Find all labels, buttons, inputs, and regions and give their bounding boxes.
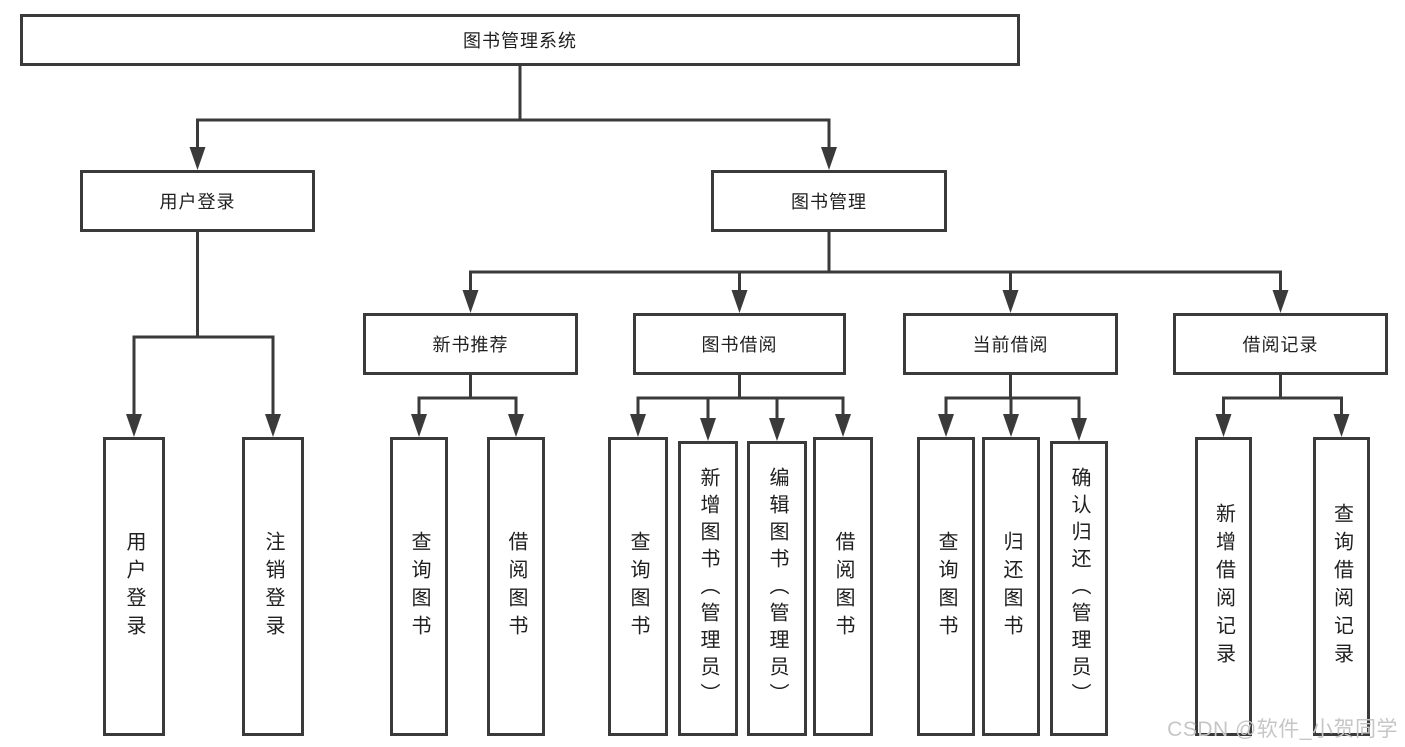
- node-leaf-bb-add: 新增图书（管理员）: [678, 441, 738, 736]
- node-book-mgmt: 图书管理: [711, 170, 947, 232]
- arrowhead-icon: [1003, 414, 1019, 437]
- arrowhead-icon: [1215, 414, 1232, 437]
- arrowhead-icon: [462, 290, 479, 313]
- node-new-book-rec: 新书推荐: [363, 313, 578, 375]
- node-leaf-bb-edit: 编辑图书（管理员）: [747, 441, 807, 736]
- node-leaf-login: 用户登录: [103, 437, 165, 736]
- node-label-leaf-bb-query: 查询图书: [627, 530, 649, 643]
- node-label-root: 图书管理系统: [463, 31, 577, 51]
- arrowhead-icon: [769, 418, 785, 441]
- arrowhead-icon: [938, 414, 954, 437]
- node-label-current-borrow: 当前借阅: [972, 335, 1049, 355]
- node-label-leaf-br-add: 新增借阅记录: [1212, 502, 1235, 671]
- node-label-book-borrow: 图书借阅: [701, 335, 778, 355]
- node-label-new-book-rec: 新书推荐: [432, 335, 509, 355]
- arrowhead-icon: [835, 414, 851, 437]
- node-book-borrow: 图书借阅: [633, 313, 846, 375]
- node-label-leaf-nb-query: 查询图书: [408, 530, 430, 643]
- arrowhead-icon: [508, 414, 524, 437]
- node-user-login: 用户登录: [80, 170, 315, 232]
- node-leaf-cb-return: 归还图书: [982, 437, 1040, 736]
- arrowhead-icon: [1002, 290, 1019, 313]
- node-label-leaf-br-query: 查询借阅记录: [1330, 502, 1353, 671]
- node-leaf-bb-query: 查询图书: [608, 437, 668, 736]
- node-borrow-record: 借阅记录: [1173, 313, 1388, 375]
- arrowhead-icon: [1333, 414, 1350, 437]
- node-label-leaf-cb-return: 归还图书: [1000, 530, 1022, 643]
- node-label-leaf-bb-borrow: 借阅图书: [832, 530, 854, 643]
- node-label-leaf-cb-confirm: 确认归还（管理员）: [1068, 467, 1090, 710]
- node-label-leaf-cb-query: 查询图书: [935, 530, 957, 643]
- arrowhead-icon: [1272, 290, 1289, 313]
- arrowhead-icon: [821, 147, 837, 170]
- node-leaf-br-add: 新增借阅记录: [1195, 437, 1252, 736]
- node-leaf-nb-query: 查询图书: [390, 437, 448, 736]
- node-leaf-cb-confirm: 确认归还（管理员）: [1050, 441, 1108, 736]
- arrowhead-icon: [126, 414, 142, 437]
- watermark: CSDN @软件_小贺同学: [1167, 718, 1398, 741]
- node-label-leaf-bb-add: 新增图书（管理员）: [697, 467, 719, 710]
- arrowhead-icon: [700, 418, 716, 441]
- node-root: 图书管理系统: [20, 14, 1020, 66]
- node-leaf-bb-borrow: 借阅图书: [813, 437, 873, 736]
- node-leaf-cb-query: 查询图书: [917, 437, 975, 736]
- arrowhead-icon: [189, 147, 206, 170]
- node-label-leaf-logout: 注销登录: [262, 530, 284, 643]
- node-label-leaf-login: 用户登录: [123, 530, 145, 643]
- node-leaf-logout: 注销登录: [242, 437, 304, 736]
- node-label-borrow-record: 借阅记录: [1242, 335, 1319, 355]
- node-label-leaf-nb-borrow: 借阅图书: [505, 530, 527, 643]
- node-current-borrow: 当前借阅: [903, 313, 1118, 375]
- arrowhead-icon: [411, 414, 427, 437]
- node-leaf-nb-borrow: 借阅图书: [487, 437, 545, 736]
- arrowhead-icon: [731, 290, 748, 313]
- node-label-book-mgmt: 图书管理: [791, 192, 867, 212]
- node-label-leaf-bb-edit: 编辑图书（管理员）: [766, 467, 788, 710]
- node-leaf-br-query: 查询借阅记录: [1313, 437, 1370, 736]
- arrowhead-icon: [265, 414, 281, 437]
- arrowhead-icon: [630, 414, 646, 437]
- arrowhead-icon: [1071, 418, 1087, 441]
- node-label-user-login: 用户登录: [159, 192, 236, 212]
